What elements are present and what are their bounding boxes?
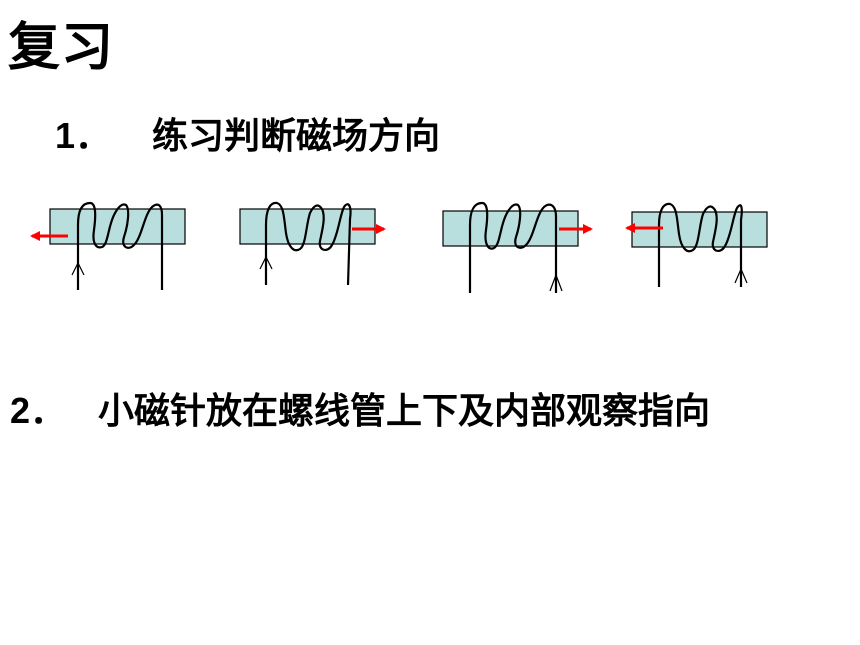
solenoid-1 [30, 201, 186, 290]
current-arrowhead [734, 267, 748, 284]
solenoid-3 [442, 201, 593, 293]
current-arrowhead [259, 255, 273, 270]
current-arrowhead [549, 273, 563, 292]
exercise-item-2: 2． 小磁针放在螺线管上下及内部观察指向 [10, 393, 710, 430]
solenoid-4 [625, 202, 768, 287]
solenoid-2 [239, 201, 386, 286]
coil-winding [264, 201, 352, 286]
current-arrowhead [71, 261, 85, 276]
item-number: 2． [10, 390, 67, 431]
item-text: 小磁针放在螺线管上下及内部观察指向 [98, 391, 711, 432]
page-title: 复习 [8, 18, 115, 78]
exercise-item-1: 1． 练习判断磁场方向 [55, 118, 440, 155]
solenoid-diagram [30, 201, 768, 293]
item-number: 1． [55, 115, 112, 156]
coil-winding [657, 202, 743, 287]
iron-core [49, 208, 186, 245]
iron-core [442, 210, 579, 247]
item-text: 练习判断磁场方向 [152, 116, 441, 157]
coil-winding [76, 201, 164, 290]
coil-winding [468, 201, 558, 293]
